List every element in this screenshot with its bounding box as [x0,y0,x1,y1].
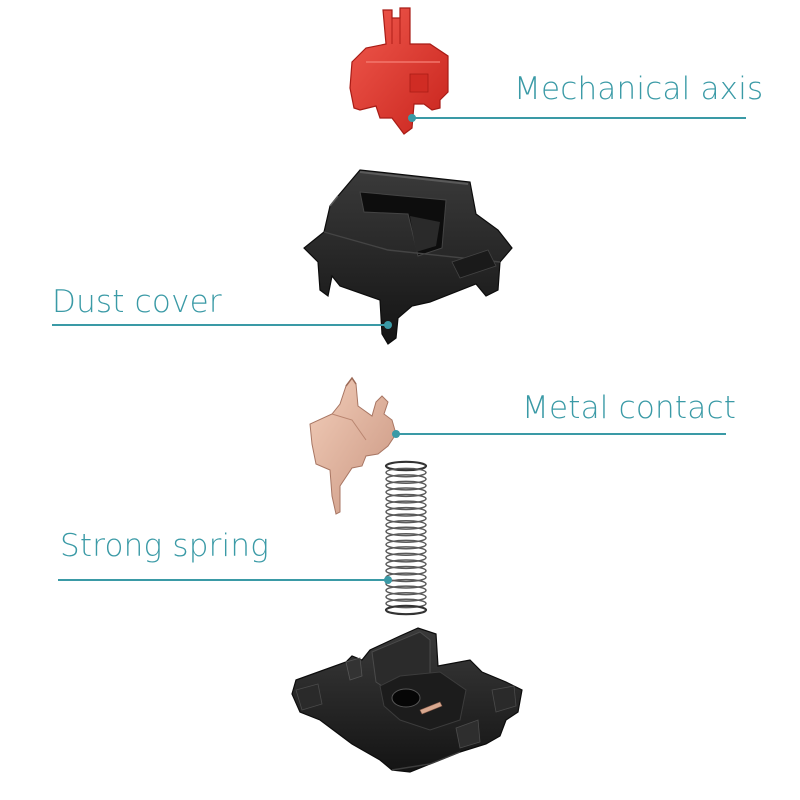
bottom-housing [291,627,523,773]
spring-coil [385,585,427,596]
red-stem-part [349,7,449,135]
spring-coil [385,493,427,504]
label-metal-contact: Metal contact [522,390,737,426]
spring-coil [385,552,427,563]
spring-coil [385,546,427,557]
spring-coil [385,474,427,485]
dust-cover-housing [303,169,513,345]
label-dust-cover: Dust cover [52,284,222,320]
metal-contact-leaf [309,376,400,515]
spring-coil [385,480,427,491]
spring-coil [385,539,427,550]
label-strong-spring: Strong spring [60,528,270,564]
spring-coil [385,578,427,589]
spring-coil [385,487,427,498]
spring-coil [385,513,427,524]
spring-coil [384,604,428,616]
spring-coil [384,460,428,472]
spring-coil [385,559,427,570]
spring-coil [385,533,427,543]
spring-coil [385,598,427,609]
spring-coil [385,467,427,478]
spring-coil [385,526,427,537]
spring-coil [385,500,427,511]
spring-coil [385,519,427,530]
spring-coil [385,565,427,576]
spring-coil [385,506,427,517]
label-mechanical-axis: Mechanical axis [514,71,764,107]
spring-coil [385,591,427,602]
coil-spring [384,460,428,616]
